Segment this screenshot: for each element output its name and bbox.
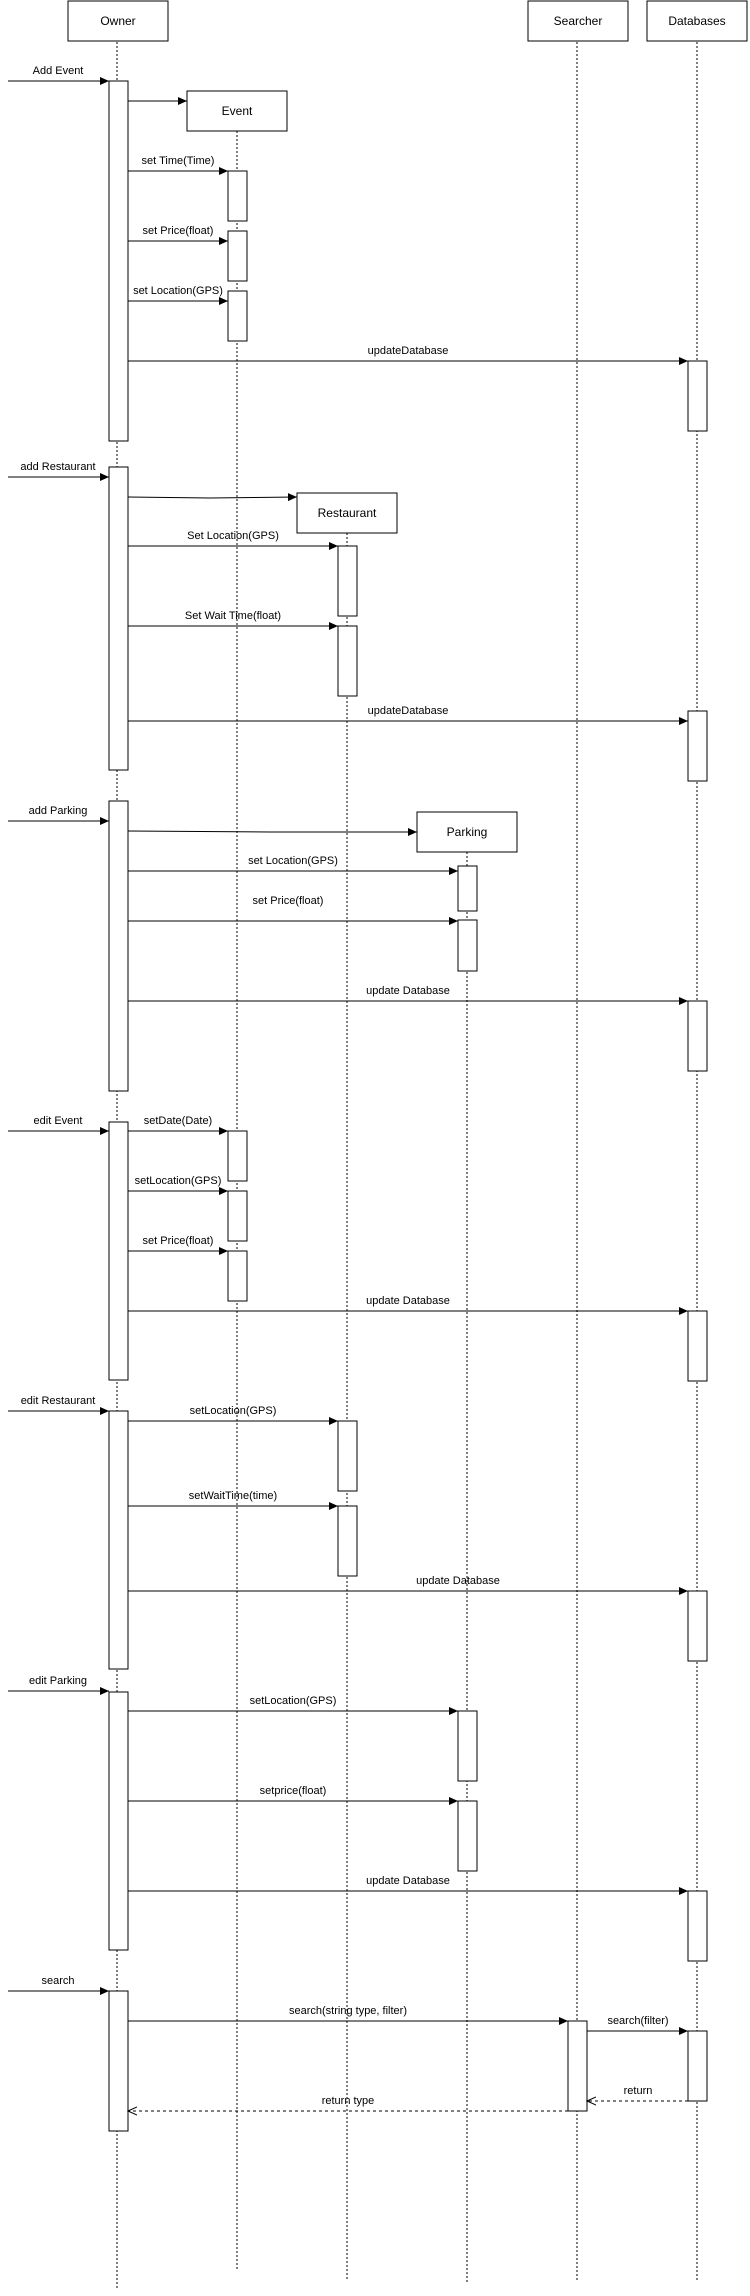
owner-activation-edit-restaurant [108,1410,129,1670]
msg-search-label: search [41,1975,74,1987]
db-activation-5 [687,1590,708,1662]
msg-edit-set-location-restaurant-label: setLocation(GPS) [190,1405,277,1417]
restaurant-activation-edit-location [337,1420,358,1492]
msg-update-db-6-label: update Database [366,1875,450,1887]
msg-update-db-1-label: updateDatabase [368,345,449,357]
parking-label: Parking [447,825,488,839]
databases-label: Databases [668,14,725,28]
msg-set-wait-time-label: Set Wait Time(float) [185,610,281,622]
restaurant-activation-edit-wait-time [337,1505,358,1577]
msg-create-parking-arrow [127,828,417,836]
db-activation-3 [687,1000,708,1072]
parking-activation-edit-price [457,1800,478,1872]
msg-update-db-4-label: update Database [366,1295,450,1307]
msg-edit-set-wait-time-label: setWaitTime(time) [189,1490,277,1502]
event-activation-set-time [227,170,248,222]
msg-edit-parking-label: edit Parking [29,1675,87,1687]
restaurant-participant: Restaurant [296,492,398,534]
event-activation-set-location [227,290,248,342]
msg-set-date-label: setDate(Date) [144,1115,212,1127]
msg-set-price-event-label: set Price(float) [143,225,214,237]
event-label: Event [222,104,253,118]
msg-return-type-label: return type [322,2095,375,2107]
searcher-activation-search [567,2020,588,2112]
msg-set-location-restaurant-label: Set Location(GPS) [187,530,279,542]
msg-create-restaurant-arrow [127,493,298,502]
restaurant-activation-set-wait-time [337,625,358,697]
event-activation-set-price [227,230,248,282]
db-activation-2 [687,710,708,782]
msg-edit-event-label: edit Event [34,1115,83,1127]
parking-activation-set-price [457,919,478,972]
parking-activation-edit-location [457,1710,478,1782]
owner-label: Owner [100,14,135,28]
owner-activation-add-restaurant [108,466,129,771]
msg-add-parking-label: add Parking [29,805,88,817]
owner-activation-edit-event [108,1121,129,1381]
msg-search-filter-label: search(filter) [607,2015,668,2027]
db-activation-6 [687,1890,708,1962]
msg-set-location-parking-label: set Location(GPS) [248,855,338,867]
event-activation-edit-price [227,1250,248,1302]
msg-edit-restaurant-label: edit Restaurant [21,1395,96,1407]
event-activation-edit-location [227,1190,248,1242]
parking-activation-set-location [457,865,478,912]
msg-update-db-5-label: update Database [416,1575,500,1587]
owner-activation-edit-parking [108,1691,129,1951]
owner-activation-search [108,1990,129,2132]
parking-participant: Parking [416,811,518,853]
msg-return-db-label: return [624,2085,653,2097]
databases-participant: Databases [646,0,748,42]
msg-edit-set-location-event-label: setLocation(GPS) [135,1175,222,1187]
msg-set-location-event-label: set Location(GPS) [133,285,223,297]
event-participant: Event [186,90,288,132]
restaurant-label: Restaurant [318,506,377,520]
msg-update-db-3-label: update Database [366,985,450,997]
owner-activation-add-event [108,80,129,442]
db-activation-4 [687,1310,708,1382]
msg-set-time-label: set Time(Time) [142,155,215,167]
owner-participant: Owner [67,0,169,42]
restaurant-activation-set-location [337,545,358,617]
owner-activation-add-parking [108,800,129,1092]
msg-edit-set-price-parking-label: setprice(float) [260,1785,327,1797]
msg-set-price-parking-label: set Price(float) [253,895,324,907]
msg-add-restaurant-label: add Restaurant [20,461,95,473]
db-activation-1 [687,360,708,432]
searcher-participant: Searcher [527,0,629,42]
msg-add-event-label: Add Event [33,65,84,77]
event-activation-set-date [227,1130,248,1182]
db-activation-search [687,2030,708,2102]
msg-edit-set-location-parking-label: setLocation(GPS) [250,1695,337,1707]
msg-edit-set-price-event-label: set Price(float) [143,1235,214,1247]
msg-search-call-label: search(string type, filter) [289,2005,407,2017]
msg-update-db-2-label: updateDatabase [368,705,449,717]
searcher-label: Searcher [554,14,603,28]
